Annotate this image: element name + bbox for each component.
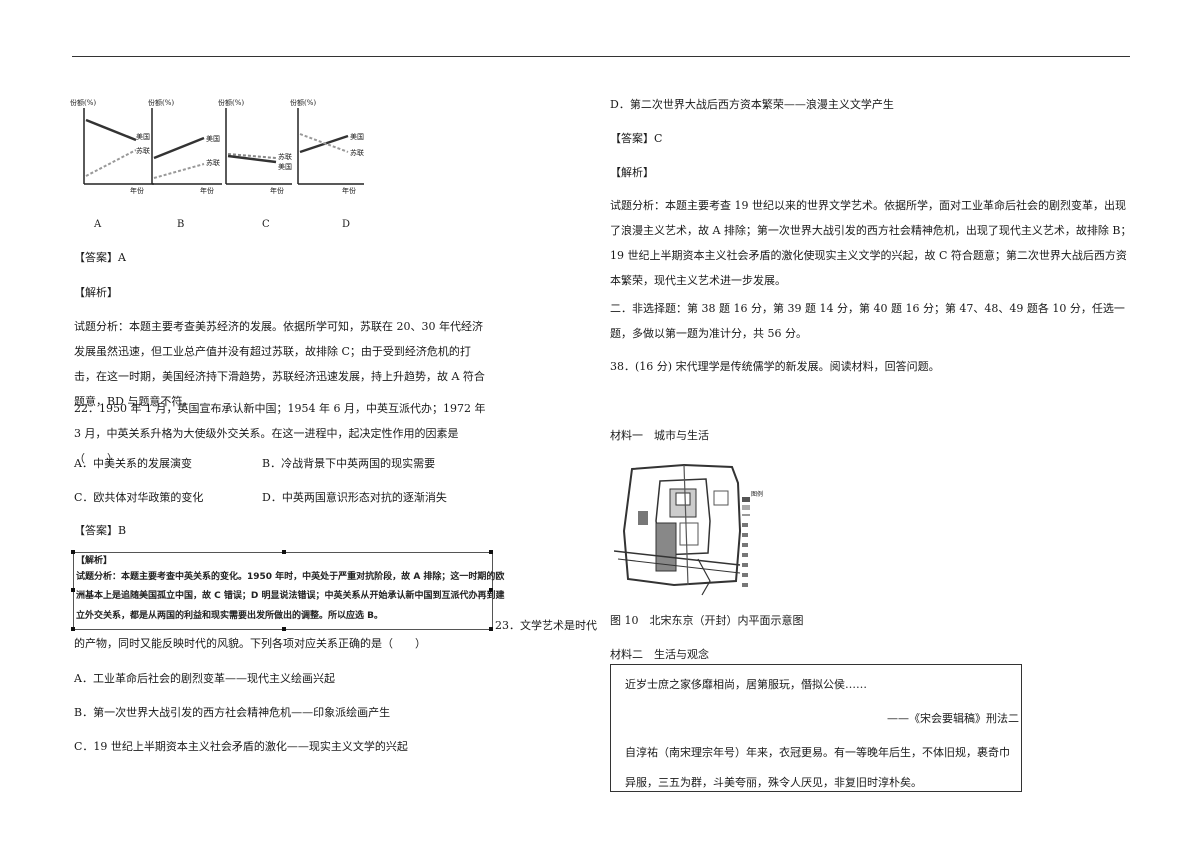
resize-handle-tr[interactable]	[489, 550, 493, 554]
figure-10-caption: 图 10 北宋东京（开封）内平面示意图	[610, 614, 804, 627]
chart-a-line-su	[85, 149, 137, 177]
chart-a-ylabel: 份额(%)	[70, 99, 97, 107]
analysis-3-title: 【解析】	[610, 166, 654, 179]
chart-a-lower-label: 苏联	[136, 147, 150, 155]
chart-d-letter: D	[342, 219, 351, 230]
resize-handle-bm[interactable]	[282, 627, 286, 631]
scan-line-2: 洲基本上是追随美国孤立中国，故 C 错误；D 明显说法错误；中英关系从开始承认新…	[76, 591, 505, 601]
answer-3: 【答案】C	[610, 132, 663, 145]
chart-b: 份额(%) 美国 苏联 年份	[148, 98, 228, 198]
resize-handle-tl[interactable]	[71, 550, 75, 554]
material-2-quote-box: 近岁士庶之家侈靡相尚，居第服玩，僭拟公侯…… ——《宋会要辑稿》刑法二 自淳祐（…	[610, 664, 1022, 792]
q23-option-c: C．19 世纪上半期资本主义社会矛盾的激化——现实主义文学的兴起	[74, 740, 408, 753]
chart-d: 份额(%) 美国 苏联 年份	[290, 98, 370, 198]
analysis-1-text: 试题分析：本题主要考查美苏经济的发展。依据所学可知，苏联在 20、30 年代经济…	[74, 320, 485, 408]
resize-handle-br[interactable]	[489, 627, 493, 631]
chart-a: 份额(%) 美国 苏联 年份	[70, 98, 160, 198]
q23-option-a: A．工业革命后社会的剧烈变革——现代主义绘画兴起	[74, 672, 335, 685]
chart-b-letter: B	[177, 219, 185, 230]
header-rule	[72, 56, 1130, 57]
chart-c-line-us	[227, 154, 277, 164]
chart-a-letter: A	[94, 219, 102, 230]
chart-a-xlabel: 年份	[130, 187, 144, 195]
quote-1-source: ——《宋会要辑稿》刑法二	[887, 712, 1019, 725]
chart-c-ylabel: 份额(%)	[218, 99, 245, 107]
answer-1: 【答案】A	[74, 251, 126, 264]
resize-handle-ml[interactable]	[71, 588, 75, 592]
chart-d-ylabel: 份额(%)	[290, 99, 317, 107]
chart-c-letter: C	[262, 219, 270, 230]
chart-c: 份额(%) 苏联 美国 年份	[218, 98, 298, 198]
resize-handle-mr[interactable]	[489, 588, 493, 592]
question-23-start: 23．文学艺术是时代	[495, 619, 597, 632]
material-1-title: 材料一 城市与生活	[610, 429, 709, 442]
chart-b-upper-label: 美国	[206, 135, 220, 143]
analysis-1-title: 【解析】	[74, 286, 118, 299]
chart-c-upper-label: 苏联	[278, 153, 292, 161]
chart-b-xlabel: 年份	[200, 187, 214, 195]
scan-line-1: 试题分析：本题主要考查中英关系的变化。1950 年时，中英处于严重对抗阶段，故 …	[76, 572, 505, 582]
chart-b-ylabel: 份额(%)	[148, 99, 175, 107]
quote-2: 自淳祐（南宋理宗年号）年来，衣冠更易。有一等晚年后生，不体旧规，裹奇巾异服，三五…	[625, 746, 1010, 789]
analysis-3-text: 试题分析：本题主要考查 19 世纪以来的世界文学艺术。依据所学，面对工业革命后社…	[610, 199, 1132, 287]
chart-d-line-su	[299, 133, 349, 153]
chart-b-plot	[151, 108, 222, 185]
chart-d-lower-label: 苏联	[350, 149, 364, 157]
q22-option-c: C．欧共体对华政策的变化	[74, 491, 204, 504]
scan-line-3: 立外交关系，都是从两国的利益和现实需要出发所做出的调整。所以应选 B。	[76, 611, 383, 621]
chart-d-upper-label: 美国	[350, 133, 364, 141]
q22-option-d: D．中英两国意识形态对抗的逐渐消失	[262, 491, 447, 504]
question-22: 22．1950 年 1 月，英国宣布承认新中国；1954 年 6 月，中英互派代…	[74, 402, 486, 465]
q22-option-b: B．冷战背景下中英两国的现实需要	[262, 457, 436, 470]
chart-d-xlabel: 年份	[342, 187, 356, 195]
chart-a-upper-label: 美国	[136, 133, 150, 141]
answer-2: 【答案】B	[74, 524, 127, 537]
chart-c-line-su	[227, 153, 277, 159]
resize-handle-bl[interactable]	[71, 627, 75, 631]
chart-a-line-us	[85, 118, 137, 142]
chart-c-plot	[225, 108, 292, 185]
chart-b-line-us	[153, 136, 205, 160]
chart-b-lower-label: 苏联	[206, 159, 220, 167]
kaifeng-map-drawing	[613, 463, 750, 596]
chart-c-lower-label: 美国	[278, 163, 292, 171]
q22-option-a: A．中美关系的发展演变	[74, 457, 192, 470]
q23-option-b: B．第一次世界大战引发的西方社会精神危机——印象派绘画产生	[74, 706, 391, 719]
chart-a-plot	[83, 108, 154, 185]
map-legend-title: 图例	[751, 491, 764, 498]
resize-handle-tm[interactable]	[282, 550, 286, 554]
material-2-title: 材料二 生活与观念	[610, 648, 709, 661]
chart-b-line-su	[153, 163, 205, 179]
chart-c-xlabel: 年份	[270, 187, 284, 195]
scanned-analysis-box: 【解析】 试题分析：本题主要考查中英关系的变化。1950 年时，中英处于严重对抗…	[73, 552, 504, 630]
q23-option-d: D．第二次世界大战后西方资本繁荣——浪漫主义文学产生	[610, 98, 894, 111]
quote-1: 近岁士庶之家侈靡相尚，居第服玩，僭拟公侯……	[625, 678, 867, 691]
question-23-rest: 的产物，同时又能反映时代的风貌。下列各项对应关系正确的是（ ）	[74, 637, 426, 650]
scan-title: 【解析】	[76, 556, 113, 566]
chart-d-plot	[297, 108, 364, 185]
kaifeng-map: 图例	[613, 461, 784, 599]
section-2-heading: 二．非选择题：第 38 题 16 分，第 39 题 14 分，第 40 题 16…	[610, 302, 1125, 340]
question-38: 38．(16 分) 宋代理学是传统儒学的新发展。阅读材料，回答问题。	[610, 360, 940, 373]
